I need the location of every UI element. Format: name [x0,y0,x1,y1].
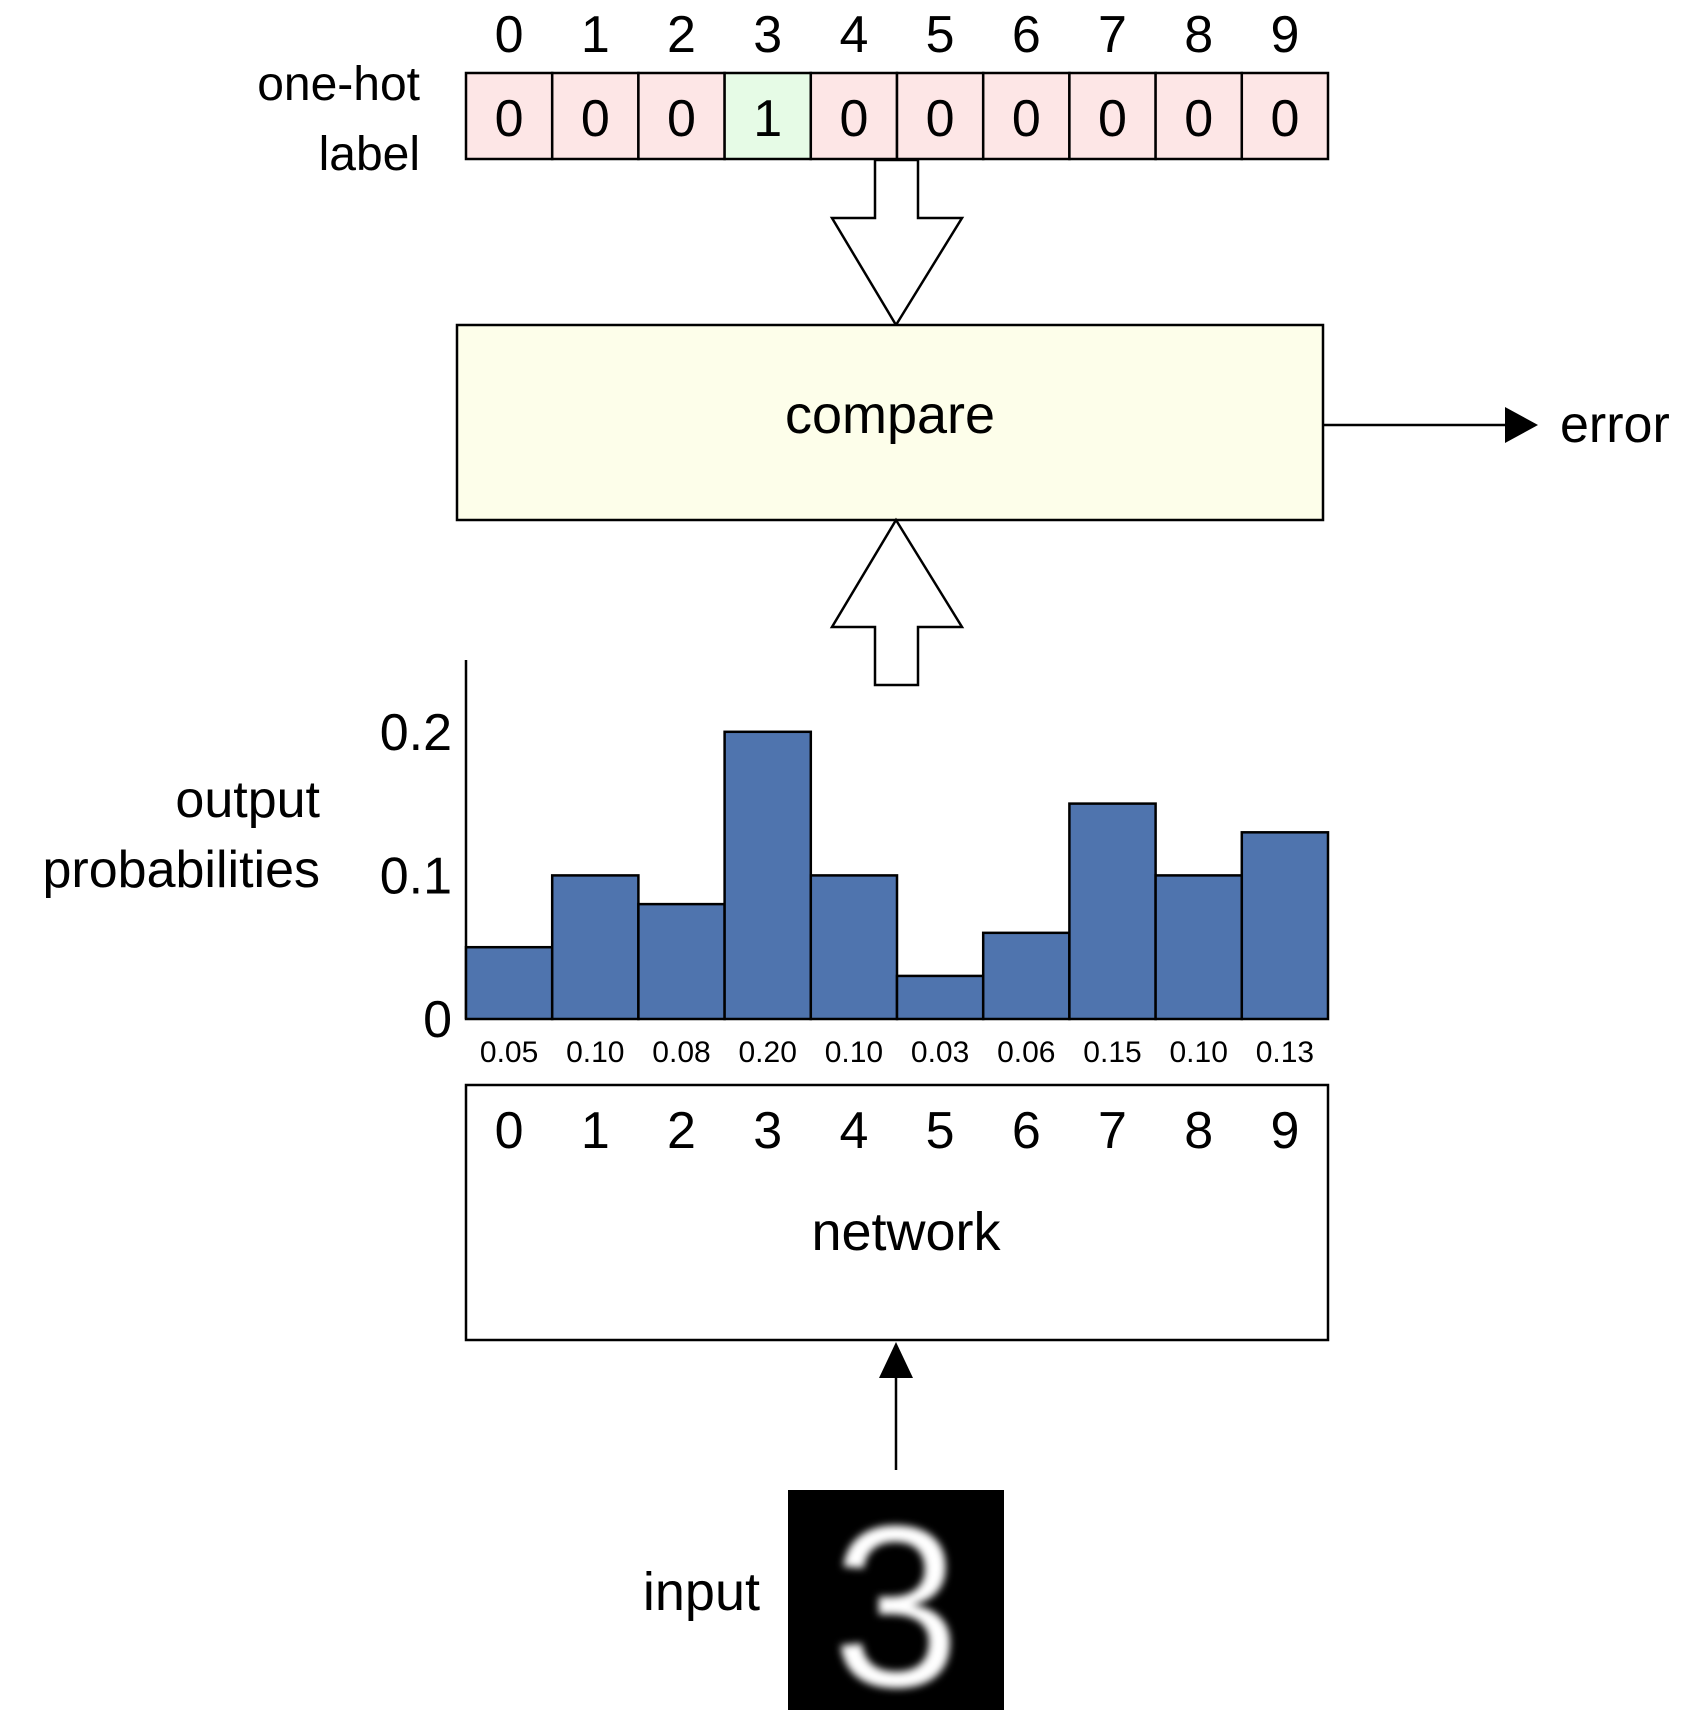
one-hot-cell [809,71,899,161]
network-output-index: 3 [753,1102,782,1160]
network-output-index: 9 [1270,1102,1299,1160]
one-hot-index-label: 0 [495,6,524,64]
one-hot-cell [464,71,554,161]
bar-value-label: 0.05 [480,1036,538,1069]
one-hot-cell-value: 1 [753,90,782,148]
bar [1068,802,1157,1021]
bar-value-labels: 0.05 0.10 0.08 0.20 0.10 0.03 0.06 0.15 0.10 0.13 [480,1036,1314,1069]
bar-value-label: 0.08 [652,1036,710,1069]
one-hot-title-line2: label [319,128,420,181]
input-digit-image: 3 [788,1478,1004,1715]
one-hot-cell-value: 0 [667,90,696,148]
bar [1240,831,1330,1021]
bar [550,874,640,1021]
input-to-network-arrow [879,1342,913,1470]
network-output-index: 5 [926,1102,955,1160]
one-hot-cell [1154,71,1244,161]
one-hot-cell-value: 0 [581,90,610,148]
output-title-line2: probabilities [43,841,321,899]
bar [637,902,726,1021]
input-arrow-head [879,1342,913,1378]
error-output: error [1323,396,1670,454]
one-hot-cell-value: 0 [1270,90,1299,148]
bar-value-label: 0.10 [1170,1036,1228,1069]
network-output-index: 2 [667,1102,696,1160]
error-arrow-head [1505,407,1538,443]
network-box [464,1083,1330,1342]
one-hot-cell-value: 0 [1012,90,1041,148]
one-hot-index-label: 4 [839,6,868,64]
network-label: network [811,1202,1001,1262]
bar [895,974,985,1021]
label-to-compare-arrow [829,158,965,328]
network-output-index: 4 [839,1102,868,1160]
one-hot-index-label: 5 [926,6,955,64]
bar-value-label: 0.10 [825,1036,883,1069]
bar-value-label: 0.15 [1083,1036,1141,1069]
one-hot-index-label: 9 [1270,6,1299,64]
bar [981,931,1071,1021]
bar [1154,874,1244,1021]
bars [464,730,1330,1021]
compare-box [455,323,1325,522]
probabilities-to-compare-arrow [829,517,965,687]
input-digit-glyph: 3 [832,1478,960,1710]
one-hot-cell [637,71,726,161]
one-hot-cell [981,71,1071,161]
input-section: input 3 [643,1478,1004,1715]
one-hot-index-label: 3 [753,6,782,64]
network-output-index: 1 [581,1102,610,1160]
bar [464,945,554,1021]
one-hot-cell-value: 0 [839,90,868,148]
one-hot-cell-value: 0 [926,90,955,148]
error-label: error [1560,396,1670,454]
bar [723,730,813,1021]
bar-value-label: 0.20 [739,1036,797,1069]
one-hot-cell-value: 0 [1184,90,1213,148]
y-tick-label: 0.1 [380,847,452,905]
output-title-line1: output [175,771,320,829]
y-tick-label: 0 [423,991,452,1049]
input-image-background [788,1490,1004,1710]
bar-value-label: 0.10 [566,1036,624,1069]
network-output-index: 6 [1012,1102,1041,1160]
one-hot-cell [895,71,985,161]
compare-label: compare [785,385,995,445]
bar-value-label: 0.03 [911,1036,969,1069]
one-hot-index-label: 2 [667,6,696,64]
compare-block: compare [455,323,1325,522]
one-hot-cell [550,71,640,161]
network-output-index: 0 [495,1102,524,1160]
one-hot-index-label: 8 [1184,6,1213,64]
probability-bar-chart: 0 0.1 0.2 0.05 0.10 0.08 0.20 0.10 0.03 0.06 0.15… [380,660,1330,1069]
one-hot-cell [1068,71,1157,161]
one-hot-cell [1240,71,1330,161]
bar-value-label: 0.06 [997,1036,1055,1069]
bar [809,874,899,1021]
one-hot-index-label: 7 [1098,6,1127,64]
one-hot-cell-value: 0 [495,90,524,148]
one-hot-title-line1: one-hot [257,58,420,111]
one-hot-cell-value: 0 [1098,90,1127,148]
one-hot-index-label: 6 [1012,6,1041,64]
y-axis-ticks: 0 0.1 0.2 [380,704,452,1049]
input-label: input [643,1562,760,1622]
bar-value-label: 0.13 [1256,1036,1314,1069]
network-output-index: 7 [1098,1102,1127,1160]
one-hot-index-label: 1 [581,6,610,64]
y-tick-label: 0.2 [380,704,452,762]
network-output-index: 8 [1184,1102,1213,1160]
